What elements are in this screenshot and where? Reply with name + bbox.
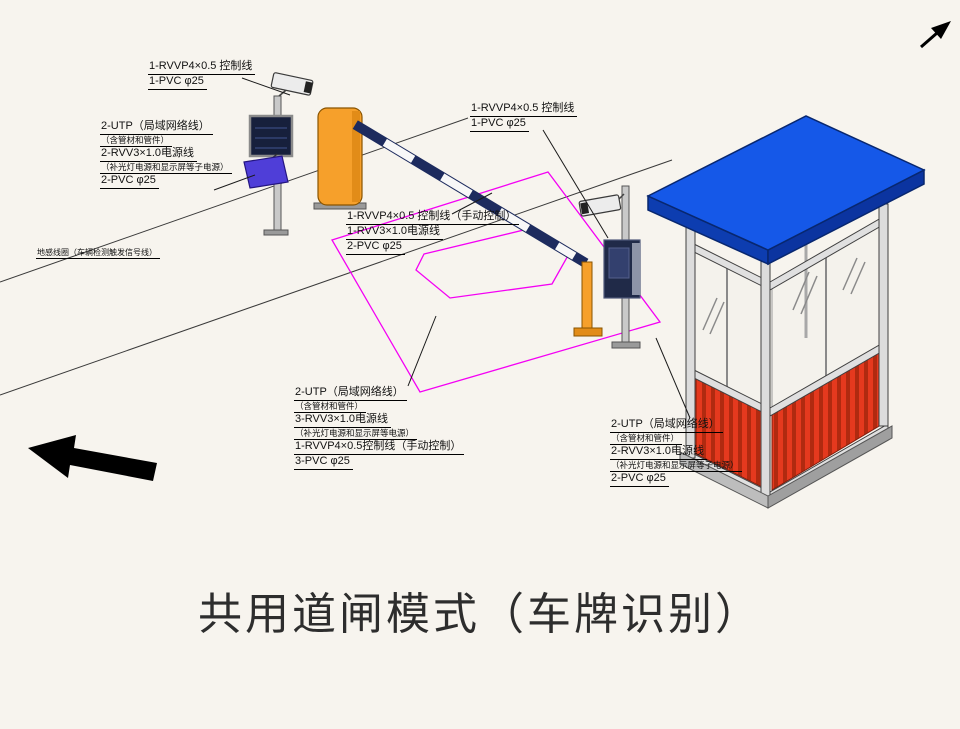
- cable-spec-note: （含管材和管件）: [100, 135, 173, 147]
- cable-spec-line: 2-PVC φ25: [346, 240, 405, 255]
- control-box: [603, 239, 641, 299]
- lpr-camera-right: [578, 193, 625, 217]
- direction-arrow: [28, 435, 157, 481]
- cable-spec-line: 3-RVV3×1.0电源线: [294, 413, 392, 428]
- pole-base: [263, 229, 289, 236]
- barrier-gate: [313, 107, 603, 337]
- label-ground-loop: 地感线圈（车辆检测触发信号线）: [36, 248, 160, 260]
- cable-spec-line: 地感线圈（车辆检测触发信号线）: [36, 248, 160, 260]
- cable-spec-line: 2-RVV3×1.0电源线: [610, 445, 708, 460]
- pole-base: [611, 341, 641, 349]
- label-entry-pole-cables: 2-UTP（局域网络线） （含管材和管件） 2-RVV3×1.0电源线 （补光灯…: [100, 120, 232, 189]
- cable-spec-note: （补光灯电源和显示屏等子电源）: [610, 460, 742, 472]
- guard-booth: [646, 115, 926, 509]
- glass-marks: [702, 257, 866, 335]
- cable-spec-line: 1-PVC φ25: [148, 75, 207, 90]
- cable-spec-line: 3-PVC φ25: [294, 455, 353, 470]
- leader-lines: [213, 77, 691, 419]
- exit-camera-pole: [578, 185, 641, 349]
- label-entry-camera-cables: 1-RVVP4×0.5 控制线 1-PVC φ25: [148, 60, 256, 90]
- cable-spec-note: （含管材和管件）: [610, 433, 683, 445]
- cable-spec-line: 1-RVV3×1.0电源线: [346, 225, 444, 240]
- cable-spec-line: 1-RVVP4×0.5 控制线（手动控制）: [346, 210, 520, 225]
- cable-spec-note: （补光灯电源和显示屏等子电源）: [100, 162, 232, 174]
- label-exit-camera-cables: 1-RVVP4×0.5 控制线 1-PVC φ25: [470, 102, 578, 132]
- booth-roof: [646, 115, 926, 266]
- cable-spec-note: （补光灯电源和显示屏等电源）: [294, 428, 418, 440]
- label-booth-cables: 2-UTP（局域网络线） （含管材和管件） 2-RVV3×1.0电源线 （补光灯…: [610, 418, 742, 487]
- booth-base: [679, 425, 893, 509]
- cable-spec-line: 2-UTP（局域网络线）: [294, 386, 407, 401]
- cable-spec-line: 2-UTP（局域网络线）: [610, 418, 723, 433]
- lpr-camera-left: [270, 72, 314, 97]
- floodlight: [243, 153, 289, 189]
- cable-spec-line: 2-PVC φ25: [610, 472, 669, 487]
- cable-spec-line: 1-RVVP4×0.5 控制线: [148, 60, 256, 75]
- arm-rest-post: [581, 261, 593, 331]
- label-barrier-cables: 1-RVVP4×0.5 控制线（手动控制） 1-RVV3×1.0电源线 2-PV…: [346, 210, 520, 255]
- barrier-cabinet-side: [352, 111, 360, 202]
- cable-spec-line: 1-RVVP4×0.5控制线（手动控制）: [294, 440, 465, 455]
- barrier-cabinet: [317, 107, 363, 206]
- label-island-cables: 2-UTP（局域网络线） （含管材和管件） 3-RVV3×1.0电源线 （补光灯…: [294, 386, 465, 470]
- cable-spec-note: （含管材和管件）: [294, 401, 367, 413]
- arm-rest-base: [573, 327, 603, 337]
- north-arrow: [920, 21, 951, 49]
- cable-spec-line: 1-PVC φ25: [470, 117, 529, 132]
- cable-spec-line: 2-RVV3×1.0电源线: [100, 147, 198, 162]
- cable-spec-line: 2-PVC φ25: [100, 174, 159, 189]
- diagram-title: 共用道闸模式（车牌识别）: [198, 590, 762, 639]
- barrier-arm: [352, 120, 589, 268]
- led-screen: [248, 114, 294, 158]
- cable-spec-line: 1-RVVP4×0.5 控制线: [470, 102, 578, 117]
- cable-spec-line: 2-UTP（局域网络线）: [100, 120, 213, 135]
- entry-camera-pole: [243, 72, 314, 236]
